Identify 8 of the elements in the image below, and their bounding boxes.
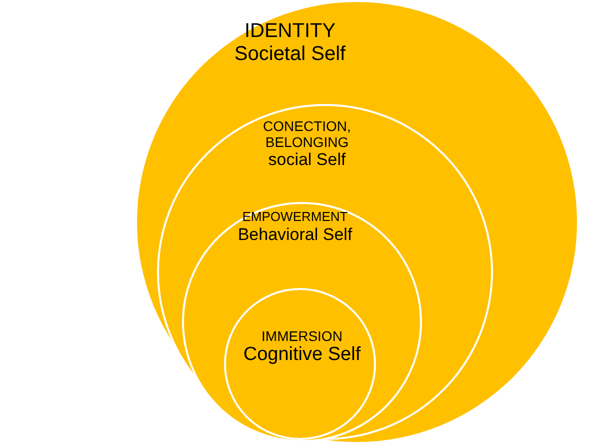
circle-label: social Self: [267, 150, 347, 170]
circle-heading: CONECTION, BELONGING: [262, 118, 352, 150]
circle-heading: IDENTITY: [243, 20, 337, 43]
circle-heading: IMMERSION: [260, 328, 344, 344]
circle-label: Behavioral Self: [236, 224, 354, 244]
circle-heading: EMPOWERMENT: [241, 210, 349, 225]
circle-label: Cognitive Self: [242, 344, 362, 366]
circle-label: Societal Self: [233, 43, 347, 66]
